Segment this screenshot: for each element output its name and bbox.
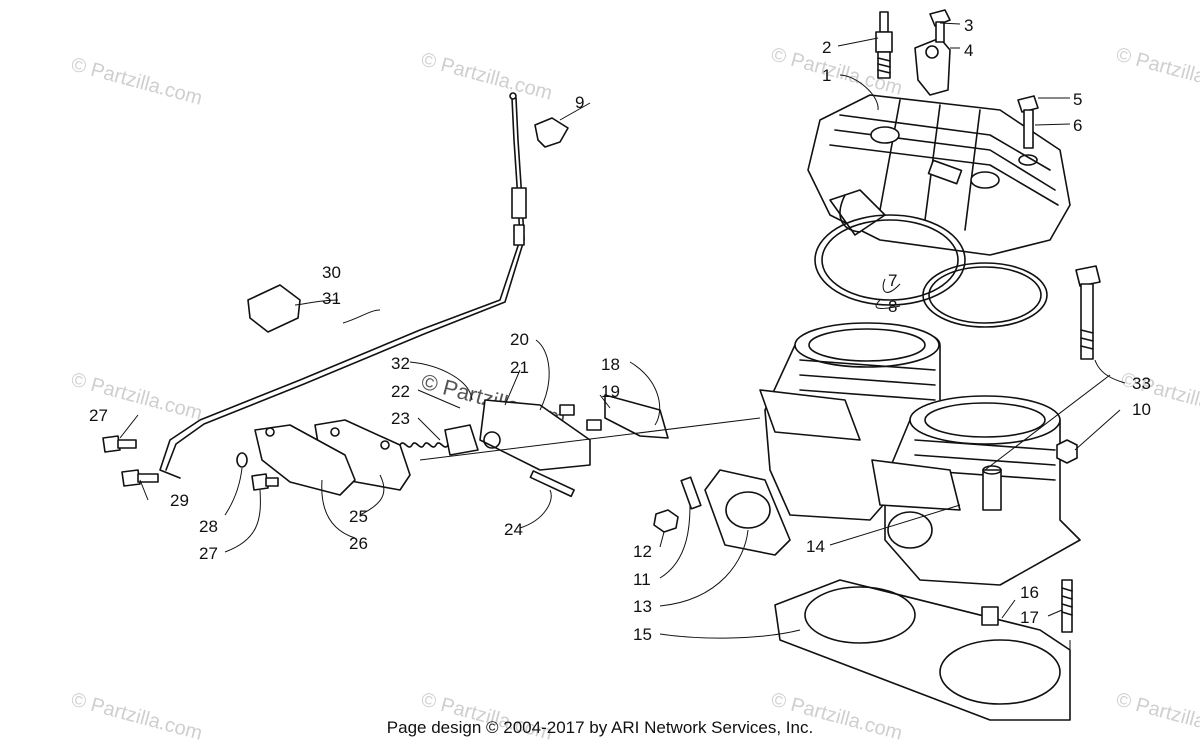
callout-25: 25: [349, 507, 368, 526]
callout-2: 2: [822, 38, 831, 57]
watermark: © Partzilla.com: [1114, 44, 1200, 100]
callout-labels: 1 2 3 4 5 6 7 8 9 10 11 12 13 14 15 16 1…: [89, 16, 1151, 644]
head-gaskets: [814, 214, 1048, 328]
callout-3: 3: [964, 16, 973, 35]
watermark: © Partzilla.com: [69, 54, 205, 110]
callout-26: 26: [349, 534, 368, 553]
callout-23: 23: [391, 409, 410, 428]
lifting-bracket: [914, 37, 951, 96]
clip-9: [534, 117, 569, 148]
callout-9: 9: [575, 93, 584, 112]
stud-17: [1061, 579, 1073, 633]
callout-22: 22: [391, 382, 410, 401]
bolt-27-lower: [251, 473, 279, 491]
cylinder-front: [871, 395, 1081, 586]
callout-5: 5: [1073, 90, 1082, 109]
pins-19: [559, 404, 602, 431]
callout-16: 16: [1020, 583, 1039, 602]
nut-12: [653, 509, 679, 533]
watermark: © Partzilla.com: [419, 49, 555, 105]
callout-6: 6: [1073, 116, 1082, 135]
bolt-27-upper: [102, 435, 137, 453]
callout-20: 20: [510, 330, 529, 349]
callout-18: 18: [601, 355, 620, 374]
valve-cover-26: [254, 424, 356, 496]
valve-blade: [604, 394, 669, 439]
callout-13: 13: [633, 597, 652, 616]
callout-28: 28: [199, 517, 218, 536]
o-ring-28: [236, 452, 248, 468]
callout-1: 1: [822, 66, 831, 85]
spring-23: [399, 442, 449, 448]
callout-12: 12: [633, 542, 652, 561]
callout-8: 8: [888, 297, 897, 316]
callout-11: 11: [633, 570, 651, 589]
callout-15: 15: [633, 625, 652, 644]
callout-19: 19: [601, 382, 620, 401]
callout-17: 17: [1020, 608, 1039, 627]
callout-27-upper: 27: [89, 406, 108, 425]
bolt-3: [929, 9, 951, 43]
callout-33: 33: [1132, 374, 1151, 393]
bolt-5: [1017, 95, 1039, 166]
valve-housing: [444, 399, 591, 471]
dowel-pin: [981, 606, 999, 626]
leader-lines: [119, 22, 1126, 690]
bolt-29: [121, 469, 159, 487]
nut-10: [1056, 439, 1078, 464]
callout-10: 10: [1132, 400, 1151, 419]
callout-29: 29: [170, 491, 189, 510]
spark-plug: [875, 11, 893, 79]
callout-32: 32: [391, 354, 410, 373]
bolt-33: [1075, 265, 1101, 360]
callout-27-lower: 27: [199, 544, 218, 563]
callout-4: 4: [964, 41, 973, 60]
clip-30: [247, 284, 301, 333]
callout-21: 21: [510, 358, 529, 377]
watermark: © Partzilla.com: [1119, 369, 1200, 425]
screw-24: [529, 470, 575, 498]
stud-11: [680, 476, 702, 510]
exhaust-gasket: [704, 469, 791, 556]
footer-copyright: Page design © 2004-2017 by ARI Network S…: [386, 718, 814, 737]
callout-24: 24: [504, 520, 523, 539]
callout-7: 7: [888, 271, 897, 290]
callout-30: 30: [322, 263, 341, 282]
cylinder-head: [807, 94, 1071, 256]
cable-31: [159, 92, 527, 479]
callout-14: 14: [806, 537, 825, 556]
callout-31: 31: [322, 289, 341, 308]
